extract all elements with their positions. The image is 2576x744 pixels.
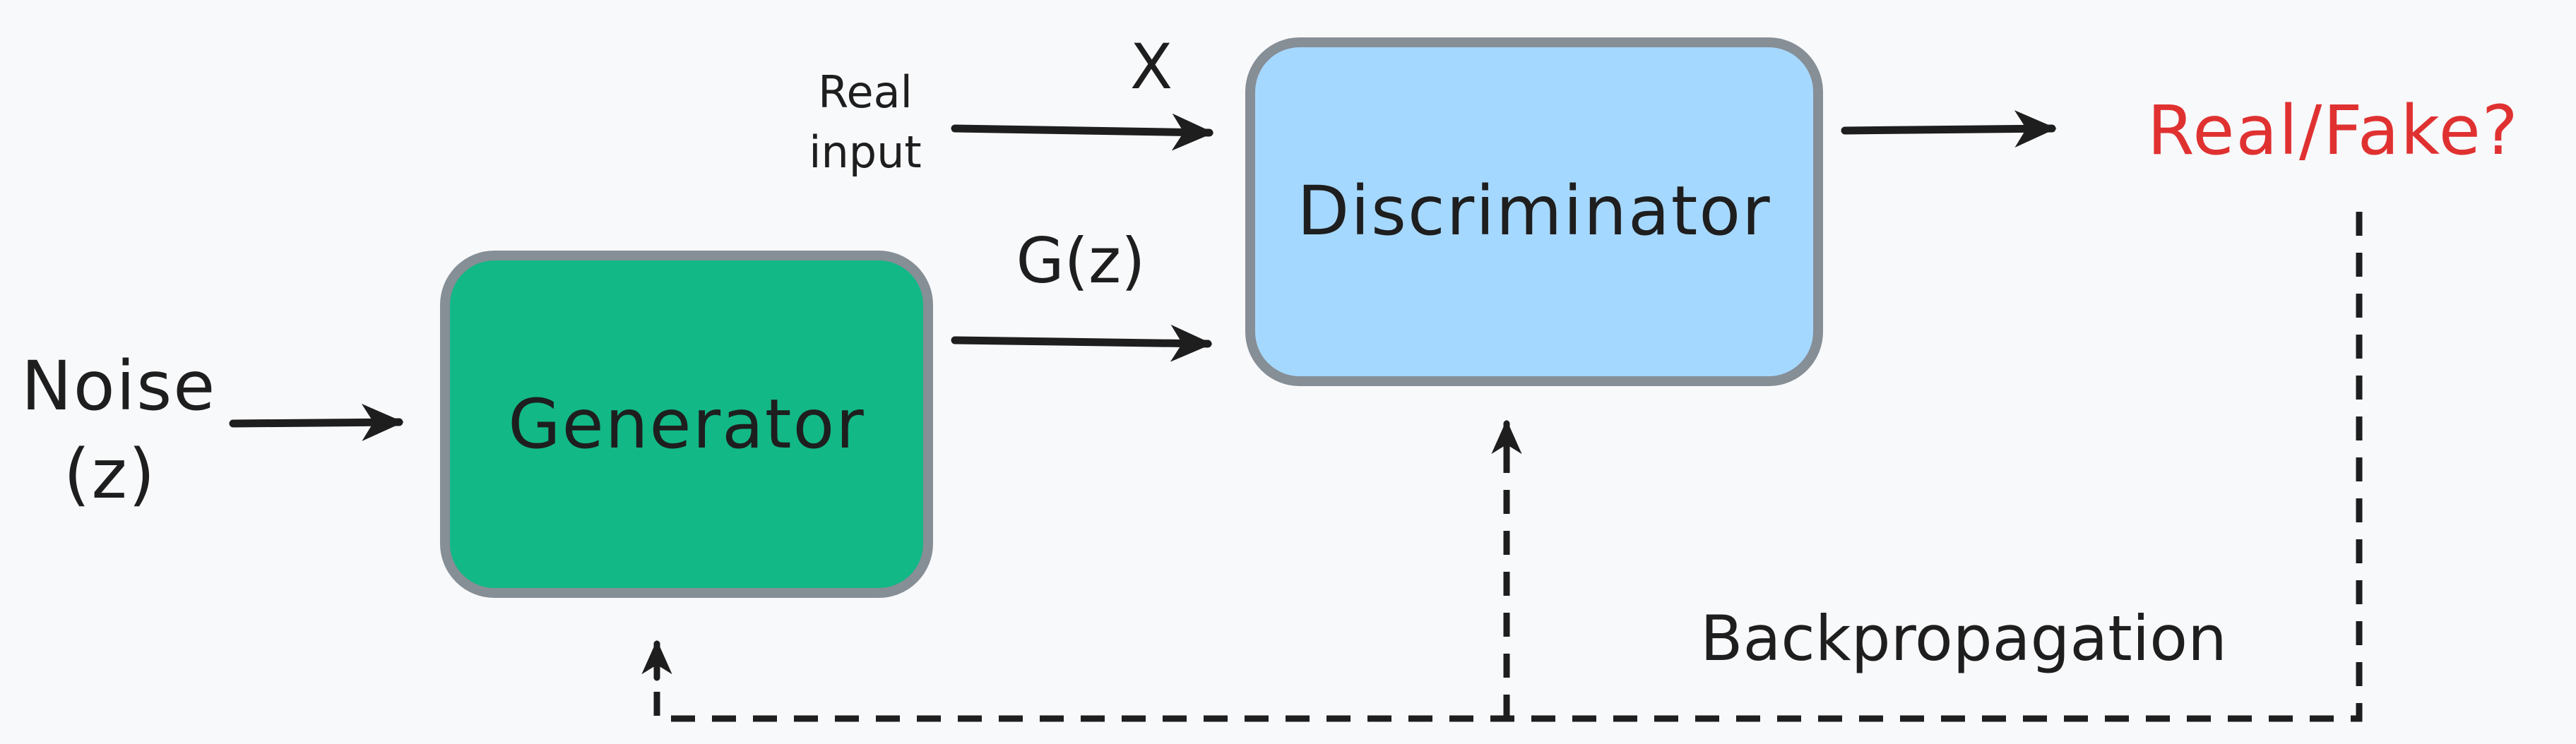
noise-label-line2: (z) (64, 435, 156, 514)
generator-box (440, 251, 933, 598)
backprop-label: Backpropagation (1700, 602, 2227, 675)
discriminator-label: Discriminator (1297, 172, 1771, 251)
discriminator-to-output-arrow (1841, 110, 2057, 148)
real-input-label-line2: input (809, 126, 921, 178)
generator-label: Generator (508, 385, 865, 464)
noise-label-line1: Noise (21, 347, 216, 426)
real-input-label-line1: Real (818, 66, 913, 118)
gz-label: G(z) (1016, 224, 1145, 297)
discriminator-box (1245, 37, 1823, 386)
noise-to-generator-arrow (229, 404, 404, 441)
output-label: Real/Fake? (2147, 91, 2519, 170)
real-input-to-discriminator-arrow (951, 113, 1214, 151)
generator-to-discriminator-arrow (951, 324, 1213, 362)
x-label: X (1130, 30, 1173, 103)
